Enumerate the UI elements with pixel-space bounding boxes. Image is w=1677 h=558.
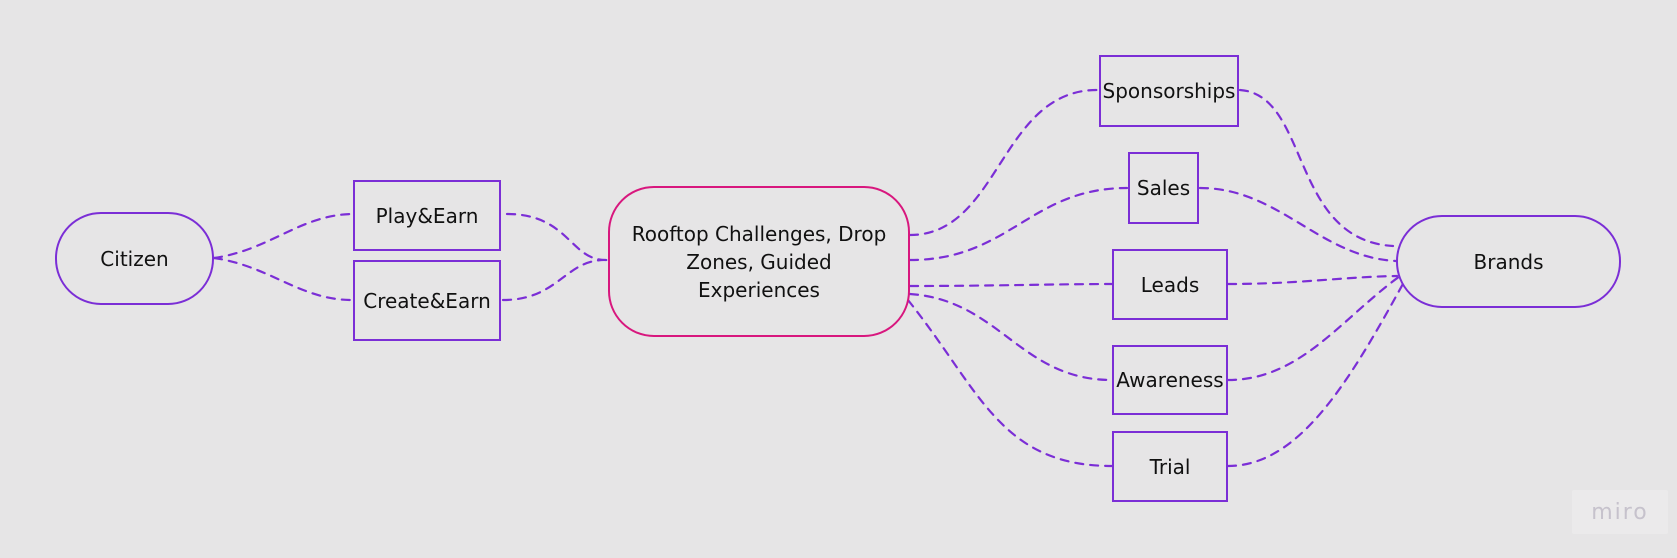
- create-earn-node[interactable]: Create&Earn: [353, 260, 501, 341]
- awareness-label: Awareness: [1116, 368, 1224, 392]
- sponsorships-node[interactable]: Sponsorships: [1099, 55, 1239, 127]
- connector-sales-brands: [1198, 186, 1399, 263]
- sponsorships-label: Sponsorships: [1102, 79, 1236, 103]
- brands-node[interactable]: Brands: [1396, 215, 1621, 308]
- connector-hub-leads: [908, 282, 1114, 288]
- connector-trial-brands: [1226, 280, 1406, 468]
- play-earn-label: Play&Earn: [375, 203, 479, 228]
- connector-citizen-play-earn: [212, 212, 354, 260]
- connector-create-earn-hub: [501, 258, 610, 302]
- play-earn-node[interactable]: Play&Earn: [353, 180, 501, 251]
- connector-hub-trial: [906, 298, 1114, 468]
- citizen-node[interactable]: Citizen: [55, 212, 214, 305]
- connector-leads-brands: [1226, 274, 1399, 286]
- miro-logo-text: miro: [1591, 499, 1649, 525]
- sales-label: Sales: [1136, 176, 1191, 200]
- trial-node[interactable]: Trial: [1112, 431, 1228, 502]
- connector-citizen-create-earn: [212, 256, 354, 302]
- connector-play-earn-hub: [505, 212, 610, 262]
- create-earn-label: Create&Earn: [363, 288, 491, 313]
- awareness-node[interactable]: Awareness: [1112, 345, 1228, 415]
- connector-sponsorships-brands: [1238, 88, 1395, 248]
- connector-hub-awareness: [908, 292, 1114, 382]
- hub-node[interactable]: Rooftop Challenges, Drop Zones, Guided E…: [608, 186, 910, 337]
- sales-node[interactable]: Sales: [1128, 152, 1199, 224]
- citizen-label: Citizen: [100, 246, 169, 271]
- connector-hub-sales: [908, 186, 1129, 262]
- leads-node[interactable]: Leads: [1112, 249, 1228, 320]
- leads-label: Leads: [1140, 272, 1200, 297]
- connector-hub-sponsorships: [908, 88, 1099, 237]
- brands-label: Brands: [1473, 249, 1544, 274]
- miro-watermark: miro: [1572, 490, 1668, 534]
- connector-awareness-brands: [1226, 274, 1402, 382]
- hub-label: Rooftop Challenges, Drop Zones, Guided E…: [631, 221, 887, 302]
- trial-label: Trial: [1149, 454, 1191, 479]
